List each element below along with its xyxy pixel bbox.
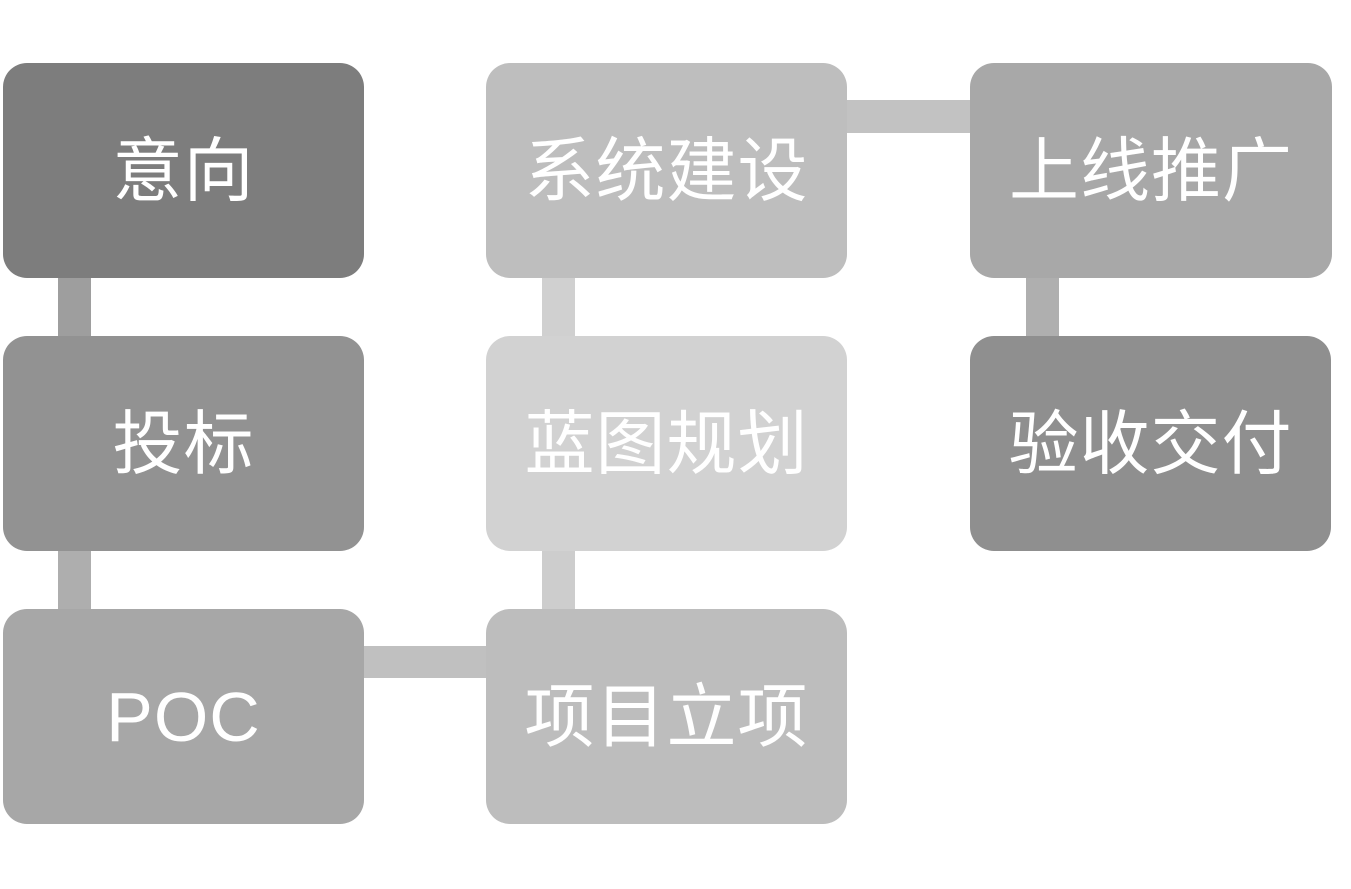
flow-node-launch-promotion: 上线推广 [970,63,1332,278]
flow-node-project-initiation: 项目立项 [486,609,847,824]
flow-node-bidding: 投标 [3,336,364,551]
flow-node-label: 上线推广 [1009,131,1293,210]
flow-node-poc: POC [3,609,364,824]
connector-poc-project-initiation [364,646,486,678]
flow-node-label: 系统建设 [524,131,809,210]
flow-node-acceptance-delivery: 验收交付 [970,336,1331,551]
flow-node-system-construction: 系统建设 [486,63,847,278]
flow-node-blueprint-planning: 蓝图规划 [486,336,847,551]
connector-project-initiation-blueprint-planning [542,551,575,609]
connector-launch-promotion-acceptance-delivery [1026,278,1059,336]
flow-node-intention: 意向 [3,63,364,278]
connector-system-construction-launch-promotion [847,100,970,133]
flow-node-label: 投标 [112,404,255,483]
flow-node-label: 蓝图规划 [524,404,809,483]
connector-blueprint-planning-system-construction [542,278,575,336]
flow-node-label: 验收交付 [1008,404,1293,483]
flow-node-label: POC [106,677,261,756]
connector-bidding-poc [58,551,91,609]
flow-node-label: 意向 [112,131,255,210]
connector-intention-bidding [58,278,91,336]
flow-node-label: 项目立项 [524,677,809,756]
